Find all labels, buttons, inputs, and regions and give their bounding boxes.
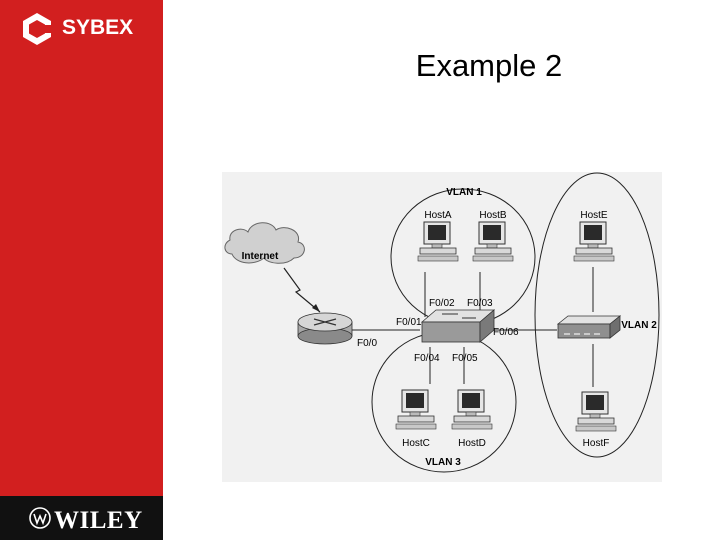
sybex-logo: SYBEX (22, 12, 152, 48)
internet-cloud-icon (224, 222, 305, 264)
port-f0-04-label: F0/04 (414, 353, 440, 364)
hoste-label: HostE (580, 210, 608, 221)
port-f0-03-label: F0/03 (467, 298, 493, 309)
hostb-pc-icon (472, 221, 514, 262)
hostc-pc-icon (395, 389, 437, 430)
hosta-label: HostA (424, 210, 452, 221)
slide-title: Example 2 (415, 48, 563, 83)
sybex-mark-icon (23, 13, 52, 45)
hosta-pc-icon (417, 221, 459, 262)
hostf-pc-icon (575, 391, 617, 432)
hostd-pc-icon (451, 389, 493, 430)
wiley-logo-bar: WILEY (0, 496, 163, 540)
hoste-pc-icon (573, 221, 615, 262)
port-f0-02-label: F0/02 (429, 298, 455, 309)
vlan2-label: VLAN 2 (621, 320, 657, 331)
vlan2-ellipse (534, 172, 660, 458)
hostb-label: HostB (479, 210, 507, 221)
port-f0-0-label: F0/0 (357, 338, 377, 349)
wan-arrow-icon (312, 304, 320, 312)
internet-label: Internet (242, 251, 279, 262)
red-sidebar: SYBEX WILEY (0, 0, 163, 540)
switch-1-icon (420, 309, 496, 343)
vlan3-ellipse (371, 331, 517, 473)
hostf-label: HostF (583, 438, 610, 449)
vlan3-label: VLAN 3 (425, 457, 461, 468)
port-f0-05-label: F0/05 (452, 353, 478, 364)
hostc-label: HostC (402, 438, 430, 449)
network-diagram: Internet (222, 172, 662, 482)
wan-link (283, 267, 321, 313)
port-f0-06-label: F0/06 (493, 327, 519, 338)
vlan1-label: VLAN 1 (446, 187, 482, 198)
wiley-emblem-icon (29, 507, 51, 529)
sybex-wordmark: SYBEX (62, 16, 134, 39)
switch-2-icon (556, 315, 622, 339)
port-f0-01-label: F0/01 (396, 317, 422, 328)
router-icon (297, 312, 353, 345)
vlan1-ellipse (390, 188, 536, 326)
wiley-wordmark: WILEY (54, 507, 143, 534)
hostd-label: HostD (458, 438, 486, 449)
